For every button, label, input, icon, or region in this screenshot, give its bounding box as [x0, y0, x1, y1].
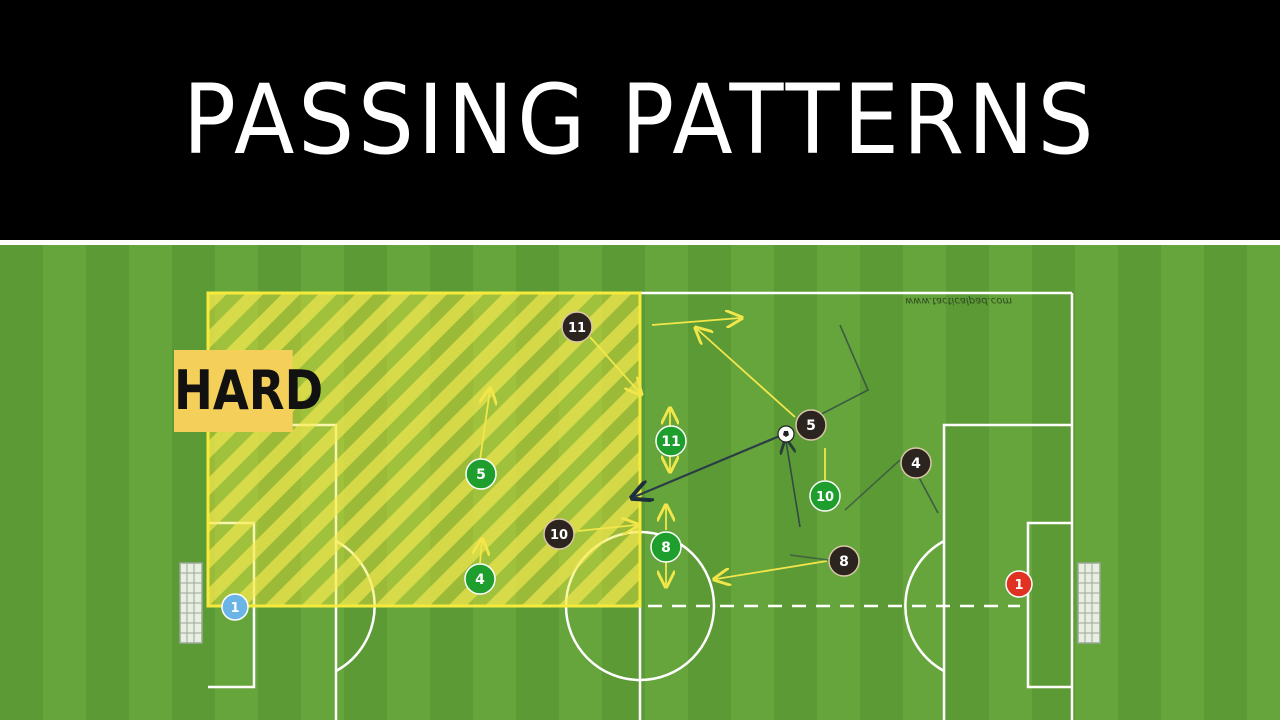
arrow-black4-left — [844, 459, 901, 511]
arrow-black8-left — [789, 554, 829, 561]
arrow-black5-press — [786, 441, 801, 528]
title-banner: PASSING PATTERNS — [0, 0, 1280, 240]
player-green-8[interactable]: 8 — [650, 531, 682, 563]
svg-text:8: 8 — [839, 554, 849, 570]
player-black-8[interactable]: 8 — [828, 545, 860, 577]
player-keeper-red[interactable]: 1 — [1005, 570, 1033, 598]
player-black-10[interactable]: 10 — [543, 518, 575, 550]
svg-text:5: 5 — [476, 467, 486, 483]
arrow-black5-back — [809, 324, 870, 421]
movement-arrows — [480, 318, 828, 585]
svg-text:11: 11 — [568, 321, 586, 336]
player-green-11[interactable]: 11 — [655, 425, 687, 457]
soccer-ball-icon[interactable] — [777, 425, 795, 443]
svg-text:4: 4 — [911, 456, 921, 472]
player-green-5[interactable]: 5 — [465, 458, 497, 490]
right-penalty-box — [942, 423, 1072, 720]
svg-text:10: 10 — [550, 528, 568, 543]
arrow-ball-pass — [634, 433, 783, 497]
svg-text:10: 10 — [816, 490, 834, 505]
svg-text:1: 1 — [1014, 578, 1023, 593]
banner-divider — [0, 240, 1280, 245]
hard-zone — [206, 291, 642, 608]
pitch-diagram: 1 4 5 11 8 10 — [179, 291, 1101, 720]
right-penalty-arc — [904, 539, 945, 673]
player-keeper-blue[interactable]: 1 — [221, 593, 249, 621]
players: 1 4 5 11 8 10 — [221, 311, 1033, 621]
player-black-5[interactable]: 5 — [795, 409, 827, 441]
right-six-yard-box — [1026, 521, 1072, 689]
svg-text:11: 11 — [661, 434, 680, 450]
arrow-green5-up — [480, 390, 490, 461]
arrow-black10-right — [577, 525, 636, 531]
player-green-10[interactable]: 10 — [809, 480, 841, 512]
player-black-4[interactable]: 4 — [900, 447, 932, 479]
page-title: PASSING PATTERNS — [182, 64, 1098, 176]
pitch: 1 4 5 11 8 10 — [0, 245, 1280, 720]
arrow-black8-run — [716, 560, 828, 579]
watermark-text: www.tacticalpad.com — [905, 295, 1013, 306]
svg-text:5: 5 — [806, 418, 816, 434]
goal-right — [1077, 562, 1101, 644]
svg-text:8: 8 — [661, 540, 671, 556]
svg-text:4: 4 — [475, 572, 485, 588]
arrow-black11-run — [589, 336, 640, 393]
arrow-top-pass — [651, 318, 740, 325]
arrow-black5-run — [697, 329, 796, 418]
svg-text:1: 1 — [230, 601, 239, 616]
player-black-11[interactable]: 11 — [561, 311, 593, 343]
goal-left — [179, 562, 203, 644]
player-green-4[interactable]: 4 — [464, 563, 496, 595]
arrow-green4-up — [480, 541, 482, 564]
hard-zone-label: HARD — [174, 350, 323, 432]
